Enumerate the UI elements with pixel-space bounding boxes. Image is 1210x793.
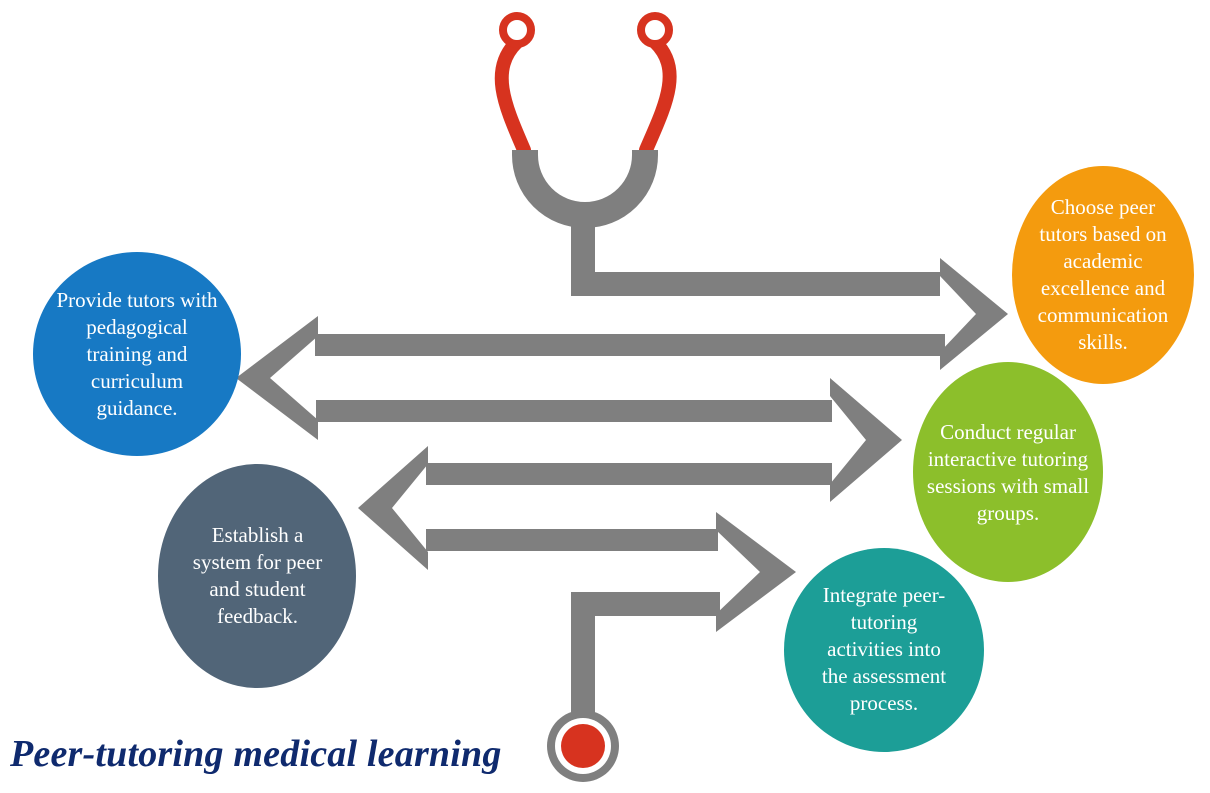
stethoscope-stem: [571, 212, 940, 296]
left-ear-tube: [494, 35, 531, 157]
step-pedagogical-training: Provide tutors with pedagogical training…: [33, 253, 241, 456]
step-assessment-integration: Integrate peer-tutoring activities into …: [784, 548, 984, 751]
step-assessment-integration-text: Integrate peer-tutoring activities into …: [821, 583, 947, 715]
step-feedback-system: Establish a system for peer and student …: [158, 464, 357, 688]
arrow-head-feedback: [358, 446, 428, 570]
step-pedagogical-training-text: Provide tutors with pedagogical training…: [56, 288, 218, 420]
step-tutoring-sessions-text: Conduct regular interactive tutoring ses…: [926, 419, 1090, 525]
right-ear-tip: [637, 12, 673, 48]
step-tutoring-sessions: Conduct regular interactive tutoring ses…: [913, 362, 1103, 583]
arrow-head-select: [940, 258, 1008, 370]
bubble-assessment-shape: [784, 548, 984, 752]
diagram-title: Peer-tutoring medical learning: [10, 733, 502, 775]
bubble-sessions-shape: [913, 362, 1103, 582]
stethoscope-binaural-bend: [512, 150, 658, 228]
right-ear-tube: [639, 35, 677, 157]
arrow-head-assessment: [716, 512, 796, 632]
arrow-head-training: [236, 316, 318, 440]
stethoscope-earpieces: [494, 35, 677, 157]
bubble-training-shape: [33, 252, 241, 456]
arrow-shaft-assessment: [571, 592, 720, 720]
arrow-head-sessions: [830, 378, 902, 502]
step-select-tutors: Choose peer tutors based on academic exc…: [1012, 166, 1194, 384]
step-select-tutors-text: Choose peer tutors based on academic exc…: [1037, 195, 1169, 354]
left-ear-tip: [499, 12, 535, 48]
bubble-feedback-shape: [158, 464, 356, 688]
bubble-select-tutors-shape: [1012, 166, 1194, 384]
chest-piece-diaphragm: [561, 724, 605, 768]
step-feedback-system-text: Establish a system for peer and student …: [192, 523, 323, 628]
